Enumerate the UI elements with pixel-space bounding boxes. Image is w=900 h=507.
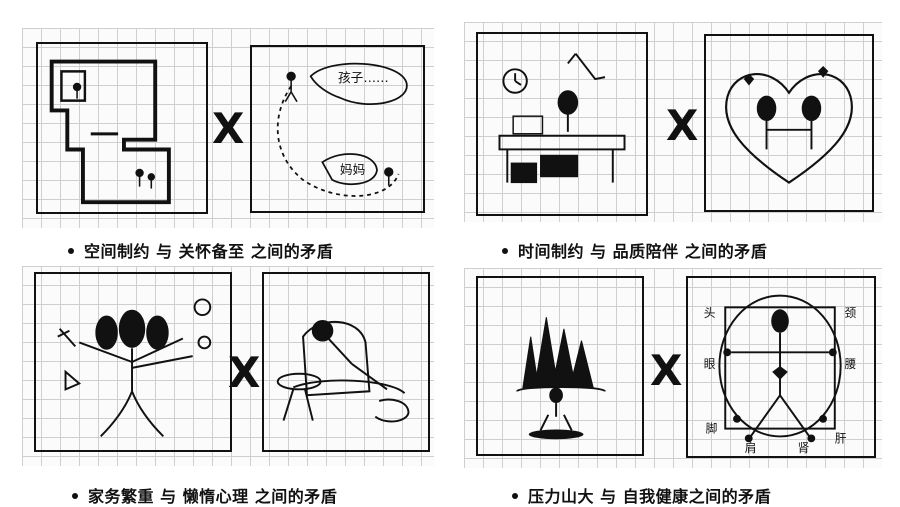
caption-text: 空间制约 与 关怀备至 之间的矛盾 xyxy=(84,242,334,261)
body-label: 眼 xyxy=(704,357,716,371)
body-label: 肾 xyxy=(798,441,810,455)
caption-time: 时间制约 与 品质陪伴 之间的矛盾 xyxy=(502,238,767,262)
body-label: 腰 xyxy=(845,357,857,371)
desk-work-sketch xyxy=(476,32,648,216)
distant-conversation-sketch: 孩子…… 妈妈 xyxy=(250,45,425,213)
caption-text: 家务繁重 与 懒惰心理 之间的矛盾 xyxy=(88,487,338,506)
versus-mark: X xyxy=(650,346,683,395)
panel-pressure: X xyxy=(450,260,900,507)
body-health-sketch: 头 颈 眼 腰 脚 肩 肾 肝 xyxy=(686,276,876,458)
panel-time: X 时间制约 与 品质陪伴 之间的矛盾 xyxy=(450,0,900,262)
bullet-dot xyxy=(512,492,518,499)
caption-pressure: 压力山大 与 自我健康之间的矛盾 xyxy=(512,483,771,507)
body-label: 脚 xyxy=(706,422,718,436)
floor-plan-sketch xyxy=(36,42,208,214)
grid-sheet xyxy=(22,266,434,466)
caption-text: 时间制约 与 品质陪伴 之间的矛盾 xyxy=(518,242,768,261)
panel-chores: X 家务繁重 与 懒惰心理 之间的矛盾 xyxy=(0,260,450,507)
speech-bubble-mother: 妈妈 xyxy=(340,162,365,177)
versus-mark: X xyxy=(666,101,699,150)
body-label: 肝 xyxy=(835,431,847,445)
body-label: 颈 xyxy=(845,306,857,320)
body-label: 头 xyxy=(704,306,716,320)
mountain-pressure-sketch xyxy=(476,276,644,456)
caption-space: 空间制约 与 关怀备至 之间的矛盾 xyxy=(68,238,333,262)
body-label: 肩 xyxy=(745,441,757,455)
lazy-armchair-sketch xyxy=(262,272,430,452)
caption-chores: 家务繁重 与 懒惰心理 之间的矛盾 xyxy=(72,483,337,507)
bullet-dot xyxy=(72,492,78,499)
heart-couple-sketch xyxy=(704,34,874,212)
bullet-dot xyxy=(68,247,74,254)
panel-space: X 孩子…… 妈妈 空间 xyxy=(0,0,450,262)
many-chores-sketch xyxy=(34,272,232,452)
versus-mark: X xyxy=(212,104,245,153)
caption-text: 压力山大 与 自我健康之间的矛盾 xyxy=(528,487,772,506)
bullet-dot xyxy=(502,247,508,254)
versus-mark: X xyxy=(228,348,261,397)
speech-bubble-child: 孩子…… xyxy=(338,70,389,85)
